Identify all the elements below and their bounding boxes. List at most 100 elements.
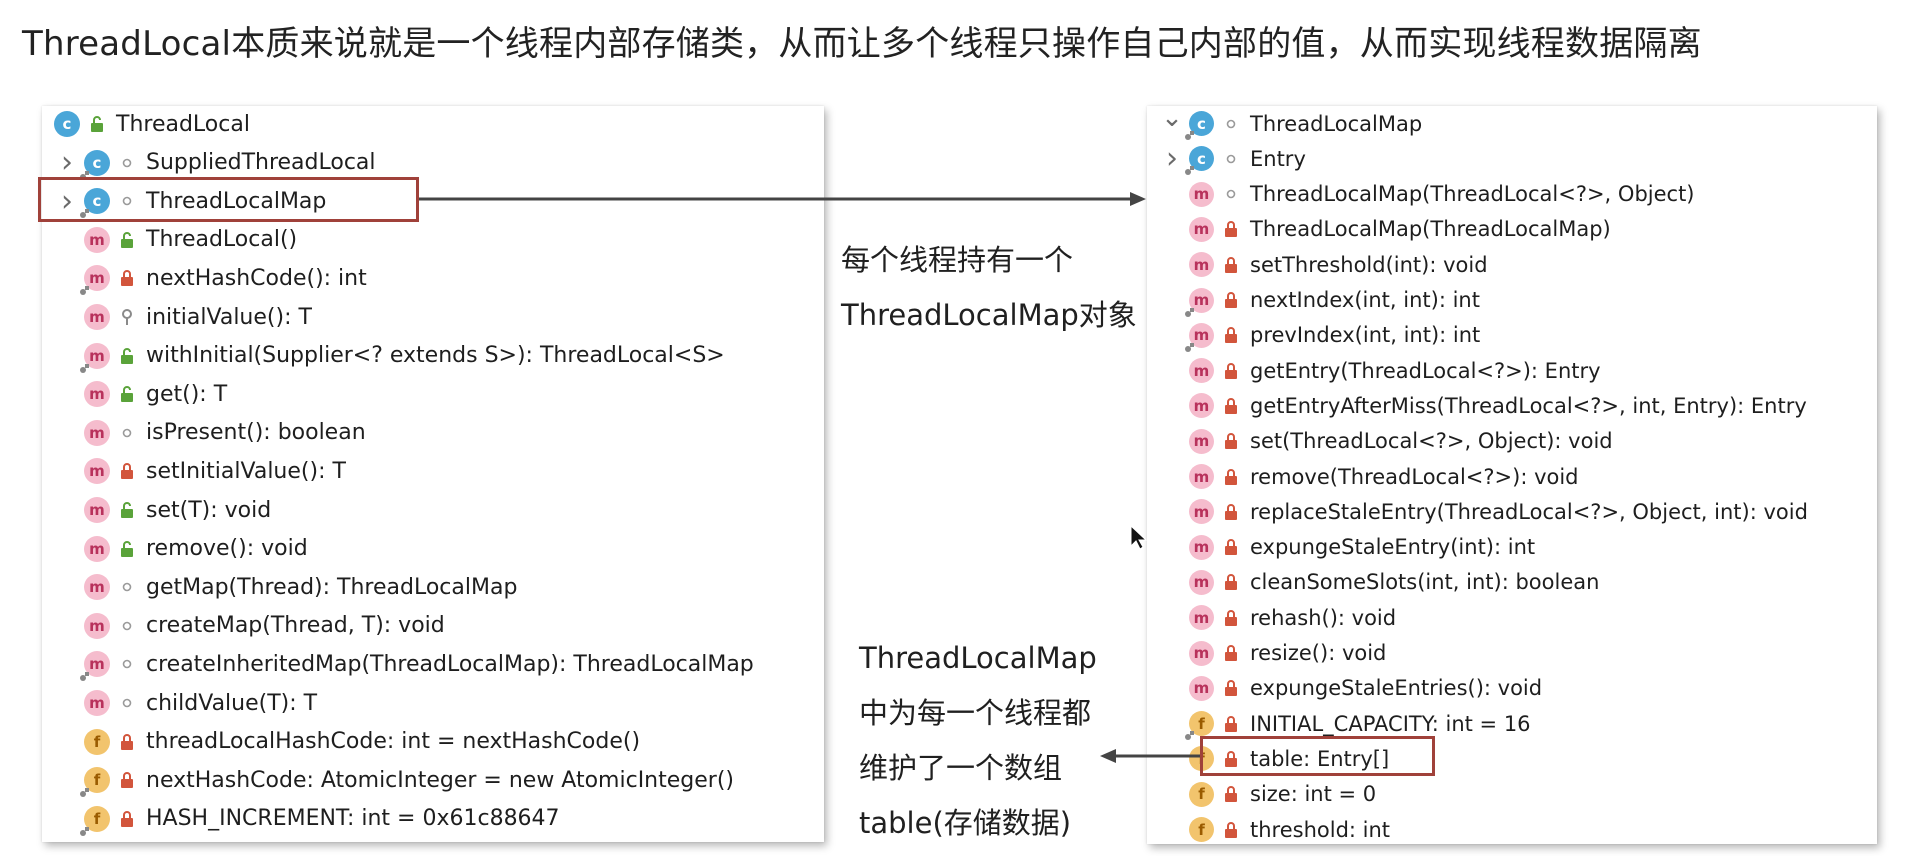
method-icon: m	[84, 226, 110, 253]
class-icon: c	[54, 111, 80, 137]
private-visibility-icon	[1225, 256, 1237, 273]
tree-item-label: childValue(T): T	[146, 690, 318, 716]
chevron-down-icon[interactable]: ⌄	[1161, 102, 1183, 133]
static-pin-icon	[80, 286, 89, 296]
tree-item-label: nextHashCode(): int	[146, 265, 367, 291]
private-visibility-icon	[1225, 468, 1237, 485]
private-visibility-icon	[1225, 821, 1237, 838]
visibility-marker	[1218, 573, 1244, 591]
field-icon: f	[1189, 817, 1214, 842]
tree-item-label: ThreadLocalMap	[146, 188, 327, 214]
tree-item-label: isPresent(): boolean	[146, 420, 366, 446]
static-pin-icon	[1185, 166, 1194, 176]
visibility-marker	[1218, 679, 1244, 697]
tree-item-label: set(T): void	[146, 497, 272, 523]
tree-item-label: INITIAL_CAPACITY: int = 16	[1250, 711, 1531, 736]
method-icon: m	[1189, 252, 1214, 278]
private-visibility-icon	[1225, 327, 1237, 344]
tree-item-label: ThreadLocal()	[146, 227, 298, 253]
method-icon: m	[84, 612, 110, 639]
package-visibility-icon	[122, 621, 132, 631]
visibility-marker	[1218, 609, 1244, 627]
method-icon: m	[1189, 393, 1214, 419]
package-visibility-icon	[1226, 119, 1236, 128]
private-visibility-icon	[1225, 221, 1237, 238]
visibility-marker	[1218, 821, 1244, 839]
method-icon: m	[84, 458, 110, 485]
tree-item-label: ThreadLocalMap(ThreadLocal<?>, Object)	[1250, 182, 1695, 207]
private-visibility-icon	[1225, 645, 1237, 661]
map-note-line-1: 每个线程持有一个	[841, 243, 1074, 277]
tree-item-label: getEntry(ThreadLocal<?>): Entry	[1250, 358, 1601, 383]
visibility-marker	[114, 347, 140, 365]
private-visibility-icon	[121, 463, 133, 480]
chevron-right-icon[interactable]: ›	[61, 145, 73, 181]
package-visibility-icon	[122, 698, 132, 708]
visibility-marker	[1218, 644, 1244, 662]
tree-item-label: get(): T	[146, 381, 228, 407]
visibility-marker	[114, 655, 140, 673]
method-icon: m	[1189, 605, 1214, 631]
visibility-marker	[1218, 397, 1244, 415]
mouse-cursor-icon	[1130, 524, 1148, 550]
left-tree-item[interactable]: m ThreadLocal()	[50, 222, 297, 258]
private-visibility-icon	[1225, 715, 1237, 732]
tree-item-label: prevIndex(int, int): int	[1250, 323, 1481, 348]
method-icon: m	[1189, 640, 1214, 666]
chevron-right-icon[interactable]: ›	[1166, 141, 1178, 177]
method-icon: m	[1189, 499, 1214, 525]
private-visibility-icon	[1225, 292, 1237, 308]
chevron-right-icon[interactable]: ›	[61, 183, 73, 219]
private-visibility-icon	[121, 733, 133, 750]
private-visibility-icon	[1225, 786, 1237, 803]
visibility-marker	[114, 308, 140, 326]
map-note-line-2: ThreadLocalMap对象	[841, 298, 1137, 332]
table-field-highlight-box	[1200, 736, 1435, 776]
static-pin-icon	[80, 826, 89, 836]
tree-item-label: remove(): void	[146, 536, 308, 562]
tree-item-label: SuppliedThreadLocal	[146, 150, 376, 176]
method-icon: m	[1189, 216, 1214, 242]
public-visibility-icon	[91, 116, 103, 132]
table-note-line-1: ThreadLocalMap	[859, 641, 1097, 675]
